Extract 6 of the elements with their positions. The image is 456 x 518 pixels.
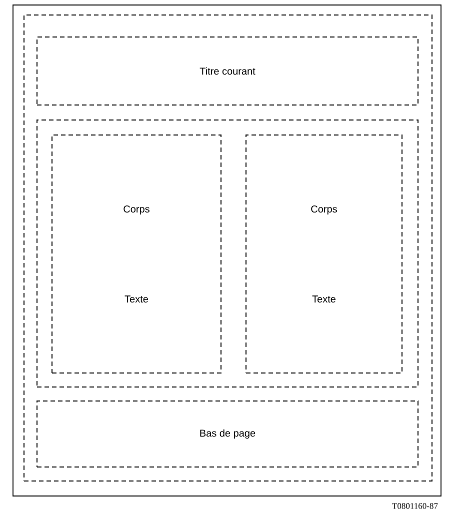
text-box: Bas de page — [36, 400, 418, 468]
body-area — [36, 120, 418, 388]
column-box: Corps Texte — [52, 134, 222, 374]
figure-code: T0801160-87 — [392, 503, 438, 509]
text-box: Titre courant — [36, 36, 418, 106]
column-box: Corps Texte — [246, 134, 402, 374]
